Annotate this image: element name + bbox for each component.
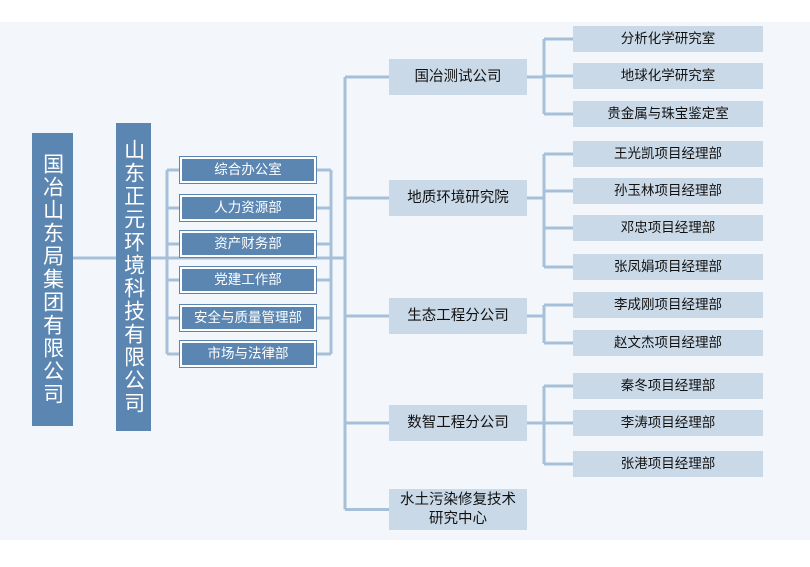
department-box: 人力资源部 (180, 195, 316, 221)
subsidiary-box: 生态工程分公司 (389, 298, 527, 334)
subsidiary-box: 地质环境研究院 (389, 180, 527, 216)
unit-box: 李涛项目经理部 (573, 410, 763, 436)
unit-box: 王光凯项目经理部 (573, 141, 763, 167)
unit-box: 李成刚项目经理部 (573, 292, 763, 318)
subsidiary-box: 水土污染修复技术 研究中心 (389, 489, 527, 530)
department-box: 资产财务部 (180, 231, 316, 257)
unit-box: 邓忠项目经理部 (573, 215, 763, 241)
unit-box: 分析化学研究室 (573, 26, 763, 52)
subsidiary-box: 数智工程分公司 (389, 405, 527, 441)
department-box: 党建工作部 (180, 267, 316, 293)
department-box: 综合办公室 (180, 157, 316, 183)
unit-box: 张港项目经理部 (573, 451, 763, 477)
unit-box: 贵金属与珠宝鉴定室 (573, 101, 763, 127)
department-box: 安全与质量管理部 (180, 305, 316, 331)
company-node: 山东正元环境科技有限公司 (116, 123, 151, 431)
unit-box: 张凤娟项目经理部 (573, 254, 763, 280)
unit-box: 孙玉林项目经理部 (573, 178, 763, 204)
root-node: 国冶山东局集团有限公司 (32, 133, 73, 426)
department-box: 市场与法律部 (180, 341, 316, 367)
unit-box: 地球化学研究室 (573, 63, 763, 89)
unit-box: 秦冬项目经理部 (573, 373, 763, 399)
subsidiary-box: 国冶测试公司 (389, 59, 527, 95)
unit-box: 赵文杰项目经理部 (573, 330, 763, 356)
